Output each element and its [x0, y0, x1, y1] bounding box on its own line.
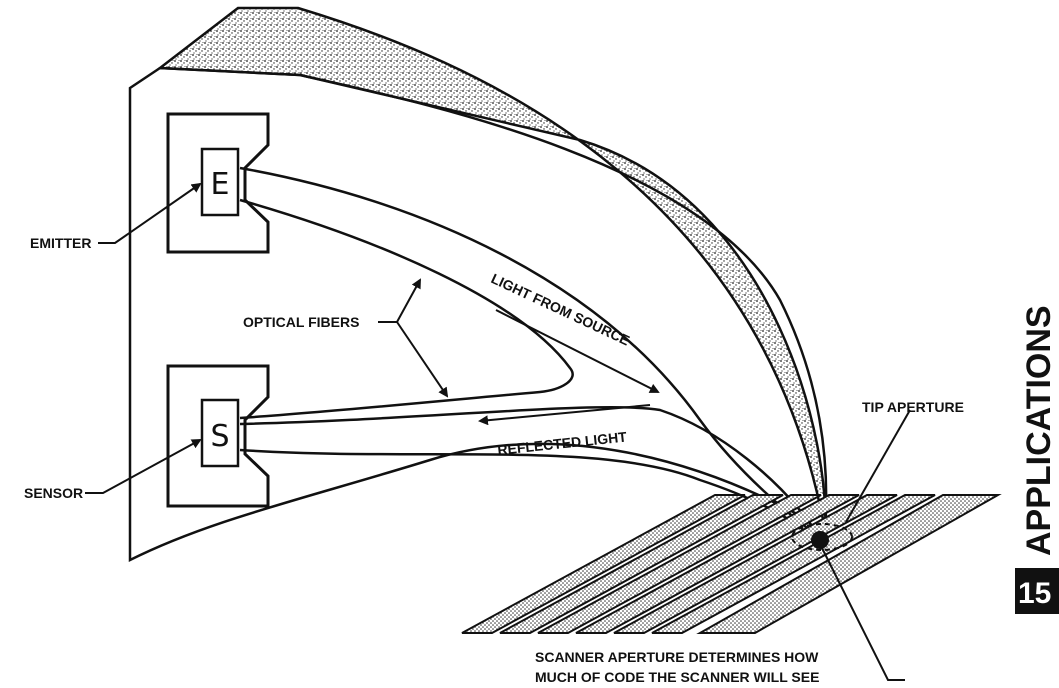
- scanner-tip: [811, 531, 829, 549]
- reflected-light-label: REFLECTED LIGHT: [497, 428, 628, 458]
- emitter-letter: E: [211, 167, 230, 202]
- optical-fiber-lower-edge: [240, 200, 573, 418]
- tip-aperture-label: TIP APERTURE: [862, 399, 964, 415]
- caption-line-2: MUCH OF CODE THE SCANNER WILL SEE: [535, 669, 819, 685]
- sensor-label: SENSOR: [24, 485, 83, 501]
- barcode-strips: [462, 495, 998, 633]
- optical-fiber-upper: [240, 168, 820, 538]
- light-from-source-label: LIGHT FROM SOURCE: [489, 270, 633, 348]
- side-tab-title: APPLICATIONS: [1020, 305, 1058, 556]
- side-tab-number: 15: [1018, 577, 1051, 610]
- sensor-letter: S: [210, 419, 229, 454]
- optical-fibers-label: OPTICAL FIBERS: [243, 314, 359, 330]
- optical-fibers-leader-up: [378, 280, 420, 322]
- caption-line-1: SCANNER APERTURE DETERMINES HOW: [535, 649, 819, 665]
- emitter-label: EMITTER: [30, 235, 91, 251]
- optical-fibers-leader-down: [397, 322, 447, 396]
